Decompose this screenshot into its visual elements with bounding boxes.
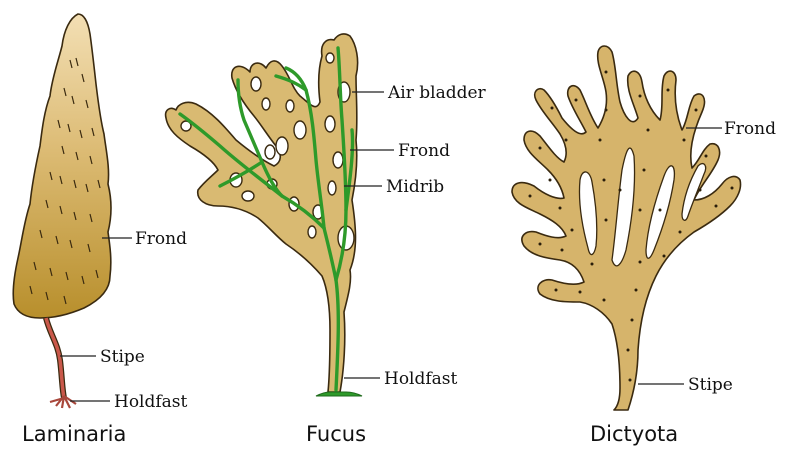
- laminaria-stipe-label: Stipe: [100, 347, 145, 367]
- fucus-frond: [164, 33, 359, 393]
- dictyota-dots: [528, 70, 734, 382]
- fucus-caption: Fucus: [306, 422, 366, 446]
- fucus-frond-label: Frond: [398, 141, 450, 161]
- fucus-air-bladders: [180, 52, 355, 251]
- fucus-illustration: Air bladder Frond Midrib Holdfast Fucus: [164, 33, 487, 446]
- fucus-holdfast-label: Holdfast: [384, 369, 458, 389]
- laminaria-holdfast: [49, 395, 77, 409]
- fucus-midrib-label: Midrib: [386, 177, 444, 197]
- dictyota-frond-label: Frond: [724, 119, 776, 139]
- laminaria-illustration: Frond Stipe Holdfast Laminaria: [12, 13, 188, 446]
- laminaria-frond: [12, 13, 112, 319]
- laminaria-texture: [29, 57, 101, 305]
- fucus-air-bladder-label: Air bladder: [387, 83, 487, 103]
- fucus-midrib: [178, 46, 355, 392]
- laminaria-frond-label: Frond: [135, 229, 187, 249]
- dictyota-illustration: Frond Stipe Dictyota: [511, 45, 776, 446]
- fucus-holdfast: [315, 391, 363, 397]
- laminaria-caption: Laminaria: [22, 422, 126, 446]
- dictyota-stipe-label: Stipe: [688, 375, 733, 395]
- dictyota-caption: Dictyota: [590, 422, 678, 446]
- laminaria-holdfast-label: Holdfast: [114, 392, 188, 412]
